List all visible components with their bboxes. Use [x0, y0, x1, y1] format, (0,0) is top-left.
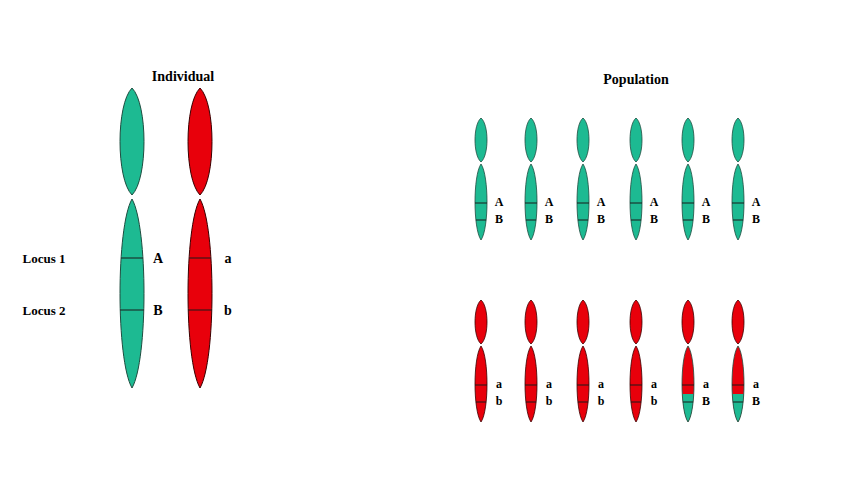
allele-label: b — [224, 303, 232, 318]
individual-ellipse: Individual — [73, 50, 293, 440]
allele-label: A — [597, 196, 606, 209]
region-fill — [73, 50, 293, 440]
allele-label: B — [495, 213, 503, 226]
allele-label: b — [598, 395, 605, 408]
allele-label: B — [702, 213, 710, 226]
group-heading: Individual — [152, 69, 214, 84]
population-chromosomes — [472, 118, 747, 424]
allele-label: b — [546, 395, 553, 408]
allele-label: A — [752, 196, 761, 209]
allele-label: B — [545, 213, 553, 226]
population-circle: Population — [439, 64, 849, 500]
allele-label: a — [546, 378, 552, 391]
allele-label: B — [650, 213, 658, 226]
allele-label: A — [153, 251, 163, 266]
allele-label: B — [153, 303, 162, 318]
allele-label: a — [651, 378, 657, 391]
allele-label: A — [650, 196, 659, 209]
allele-label: a — [703, 378, 709, 391]
paternal-chromosome — [184, 88, 216, 388]
allele-label: a — [225, 251, 232, 266]
maternal-chromosome — [116, 88, 148, 388]
group-heading: Population — [603, 72, 668, 87]
allele-label: a — [598, 378, 604, 391]
allele-label: b — [496, 395, 503, 408]
allele-label: B — [752, 213, 760, 226]
allele-label: B — [702, 395, 710, 408]
region-fill — [439, 64, 849, 500]
allele-label: A — [495, 196, 504, 209]
locus-label: Locus 2 — [23, 304, 66, 318]
locus-label: Locus 1 — [23, 252, 66, 266]
region-outline — [73, 50, 293, 440]
allele-label: b — [651, 395, 658, 408]
allele-label: a — [496, 378, 502, 391]
allele-label: B — [597, 213, 605, 226]
allele-label: A — [702, 196, 711, 209]
allele-label: A — [545, 196, 554, 209]
region-outline — [439, 64, 849, 500]
allele-label: B — [752, 395, 760, 408]
allele-label: a — [753, 378, 759, 391]
